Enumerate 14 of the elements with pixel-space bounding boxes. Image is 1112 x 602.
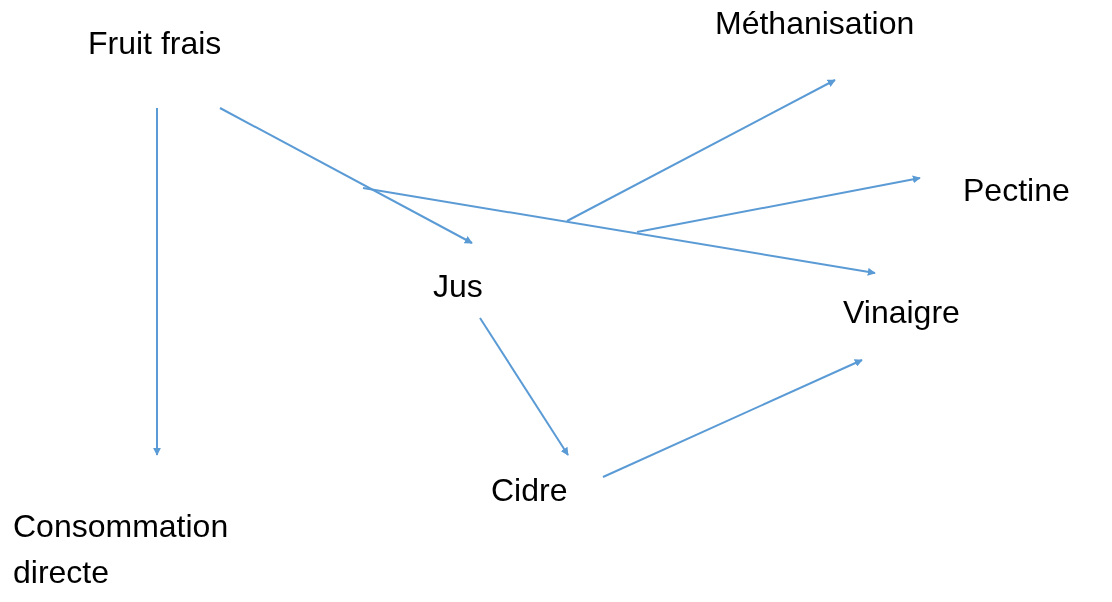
arrow [153, 107, 161, 456]
node-label: Fruit frais [88, 24, 223, 63]
node-label: Pectine [963, 171, 1071, 210]
arrow [566, 79, 836, 222]
arrow [602, 359, 863, 478]
arrow [219, 107, 473, 244]
node-label: Cidre [491, 471, 569, 510]
node-label: Jus [433, 267, 484, 306]
arrow [636, 175, 921, 233]
node-label: Méthanisation [715, 4, 916, 43]
node-label: Vinaigre [843, 293, 961, 332]
node-label: Consommation directe [13, 507, 230, 592]
arrow [362, 187, 876, 276]
arrow [479, 317, 569, 456]
